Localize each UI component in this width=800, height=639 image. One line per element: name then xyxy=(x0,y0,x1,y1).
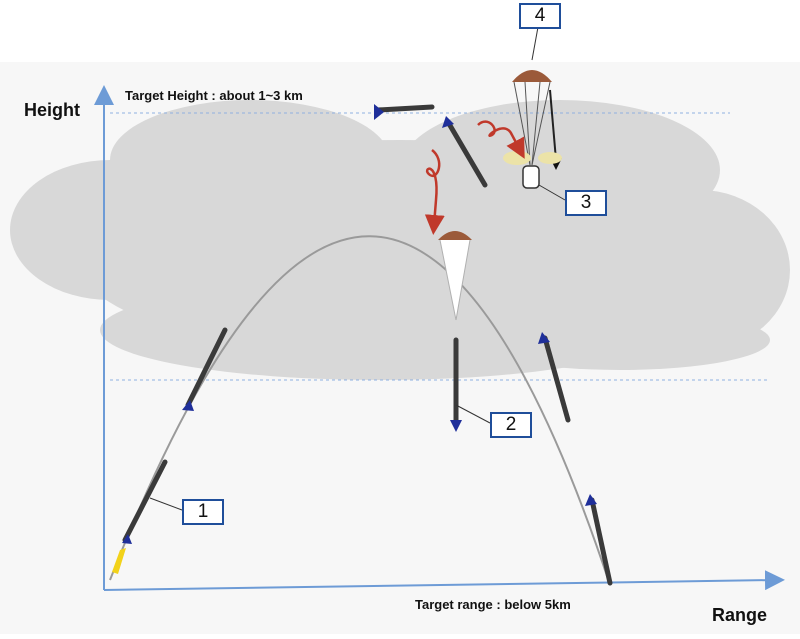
parachute-rocket-recovery xyxy=(438,231,472,432)
rocket-ascent xyxy=(182,327,228,411)
x-axis-label: Range xyxy=(712,605,768,625)
x-axis xyxy=(103,570,785,591)
marker-1-box: 1 xyxy=(182,499,224,525)
leader-4 xyxy=(531,26,539,61)
rocket-descent-mid xyxy=(538,332,571,423)
target-range-note: Target range : below 5km xyxy=(415,597,571,612)
marker-3-box: 3 xyxy=(565,190,607,216)
target-height-note: Target Height : about 1~3 km xyxy=(125,88,303,103)
deploy-arrow-payload xyxy=(477,120,525,159)
rocket-descent-upper xyxy=(442,116,488,188)
rocket-apogee xyxy=(374,104,435,120)
deploy-arrow-parachute xyxy=(424,149,445,235)
marker-2-box: 2 xyxy=(490,412,532,438)
cloud-shape xyxy=(10,100,790,380)
rocket-descent-lower xyxy=(585,494,613,586)
leader-2 xyxy=(455,404,491,424)
y-axis-label: Height xyxy=(24,100,80,120)
leader-1 xyxy=(149,497,183,511)
rocket-launch xyxy=(112,459,168,574)
leader-3 xyxy=(538,184,566,201)
marker-4-box: 4 xyxy=(519,3,561,29)
